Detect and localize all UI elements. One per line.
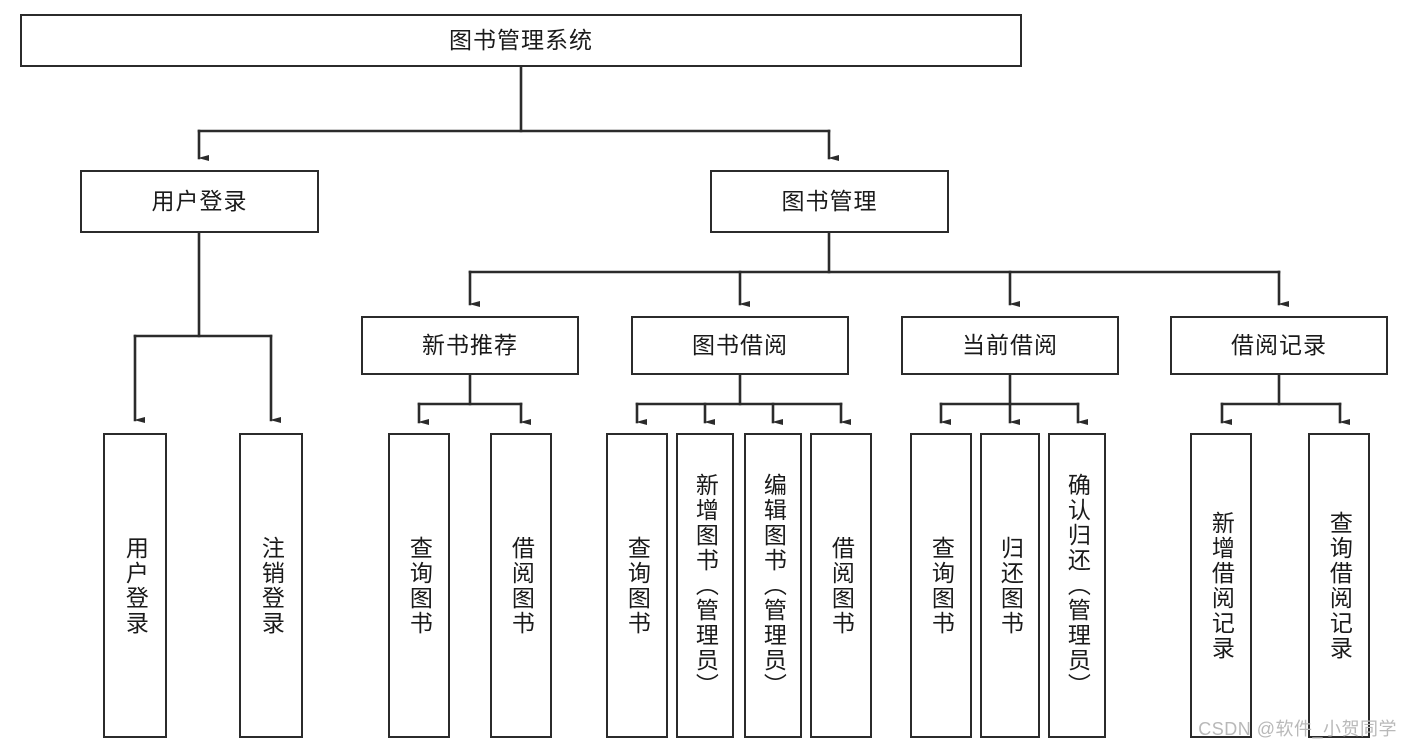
leaf-query-borrow-record[interactable]: 查询借阅记录 — [1308, 433, 1370, 738]
node-label: 新书推荐 — [422, 331, 518, 358]
node-label: 注销登录 — [258, 535, 285, 636]
node-user-login[interactable]: 用户登录 — [80, 170, 319, 233]
leaf-borrow-book-1[interactable]: 借阅图书 — [490, 433, 552, 738]
node-label: 当前借阅 — [962, 331, 1058, 358]
leaf-return-book[interactable]: 归还图书 — [980, 433, 1040, 738]
leaf-add-borrow-record[interactable]: 新增借阅记录 — [1190, 433, 1252, 738]
leaf-query-book-2[interactable]: 查询图书 — [606, 433, 668, 738]
node-label: 借阅图书 — [508, 535, 535, 636]
leaf-query-book-3[interactable]: 查询图书 — [910, 433, 972, 738]
node-label: 图书管理系统 — [449, 26, 593, 53]
node-label: 确认归还（管理员） — [1064, 473, 1091, 698]
node-label: 查询借阅记录 — [1326, 510, 1353, 661]
leaf-confirm-return[interactable]: 确认归还（管理员） — [1048, 433, 1106, 738]
node-label: 新增借阅记录 — [1208, 510, 1235, 661]
node-root-system[interactable]: 图书管理系统 — [20, 14, 1022, 67]
node-label: 用户登录 — [151, 187, 248, 214]
node-label: 用户登录 — [122, 535, 149, 636]
node-label: 借阅图书 — [828, 535, 855, 636]
leaf-borrow-book-2[interactable]: 借阅图书 — [810, 433, 872, 738]
node-book-management[interactable]: 图书管理 — [710, 170, 949, 233]
node-label: 查询图书 — [406, 535, 433, 636]
node-book-borrow[interactable]: 图书借阅 — [631, 316, 849, 375]
node-label: 新增图书（管理员） — [692, 473, 719, 698]
node-label: 编辑图书（管理员） — [760, 473, 787, 698]
node-current-borrow[interactable]: 当前借阅 — [901, 316, 1119, 375]
node-label: 借阅记录 — [1231, 331, 1327, 358]
leaf-user-login[interactable]: 用户登录 — [103, 433, 167, 738]
leaf-edit-book[interactable]: 编辑图书（管理员） — [744, 433, 802, 738]
node-label: 图书借阅 — [692, 331, 788, 358]
node-new-book-recommend[interactable]: 新书推荐 — [361, 316, 579, 375]
node-label: 归还图书 — [997, 535, 1024, 636]
leaf-add-book[interactable]: 新增图书（管理员） — [676, 433, 734, 738]
node-label: 图书管理 — [781, 187, 878, 214]
node-label: 查询图书 — [624, 535, 651, 636]
leaf-logout-login[interactable]: 注销登录 — [239, 433, 303, 738]
csdn-watermark: CSDN @软件_小贺同学 — [1198, 719, 1397, 739]
leaf-query-book-1[interactable]: 查询图书 — [388, 433, 450, 738]
node-borrow-record[interactable]: 借阅记录 — [1170, 316, 1388, 375]
node-label: 查询图书 — [928, 535, 955, 636]
